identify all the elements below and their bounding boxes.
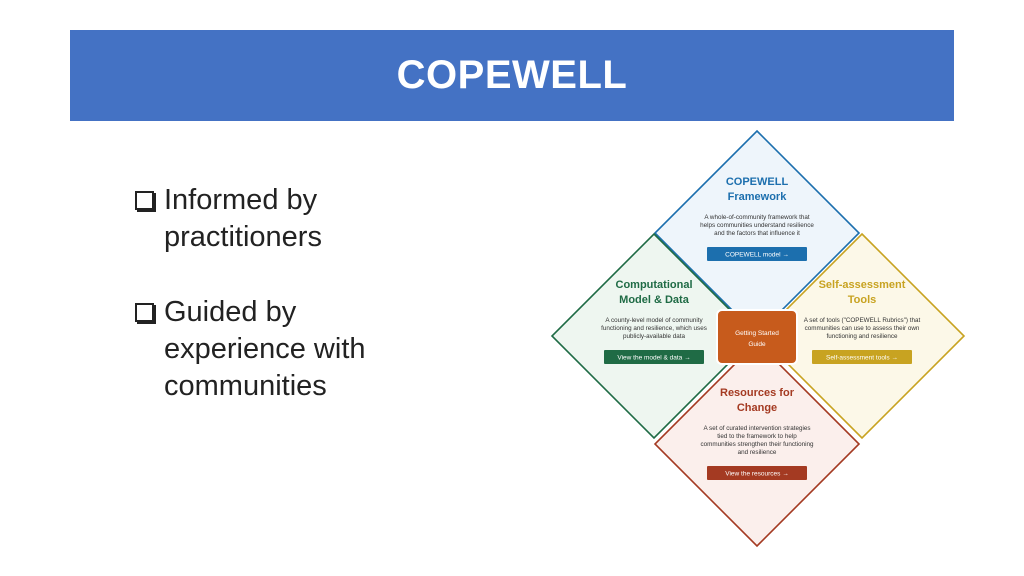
panel-button-right[interactable] xyxy=(812,350,912,364)
bullet-line: communities xyxy=(164,370,327,402)
panel-button-left[interactable] xyxy=(604,350,704,364)
panel-desc-left: functioning and resilience, which uses xyxy=(601,325,707,332)
bullet-item: Guided by experience with communities xyxy=(135,294,435,405)
bullet-list: Informed by practitioners Guided by expe… xyxy=(135,182,435,443)
diamond-panel-left xyxy=(550,232,758,440)
bullet-line: practitioners xyxy=(164,221,322,253)
getting-started-guide-box[interactable] xyxy=(716,309,798,365)
panel-title-bottom: Change xyxy=(737,402,777,414)
bullet-text: Guided by experience with communities xyxy=(164,294,366,405)
panel-button-label-bottom: View the resources → xyxy=(725,471,788,478)
panel-title-right: Self-assessment xyxy=(819,279,906,291)
panel-desc-bottom: A set of curated intervention strategies xyxy=(703,425,810,432)
panel-desc-left: publicly-available data xyxy=(623,333,685,340)
panel-title-right: Tools xyxy=(848,294,877,306)
panel-desc-bottom: and resilience xyxy=(738,449,777,456)
panel-desc-top: A whole-of-community framework that xyxy=(704,214,810,221)
diamond-panel-right xyxy=(758,232,966,440)
panel-desc-bottom: tied to the framework to help xyxy=(717,433,797,440)
panel-desc-right: A set of tools ("COPEWELL Rubrics") that xyxy=(804,317,921,324)
panel-title-bottom: Resources for xyxy=(720,387,795,399)
panel-desc-top: helps communities understand resilience xyxy=(700,222,814,229)
panel-button-label-right: Self-assessment tools → xyxy=(826,355,898,362)
panel-desc-top: and the factors that influence it xyxy=(714,230,800,237)
title-bar: COPEWELL xyxy=(70,30,954,121)
bullet-item: Informed by practitioners xyxy=(135,182,435,256)
copewell-diagram: COPEWELL Framework A whole-of-community fr… xyxy=(550,129,966,548)
bullet-line: Informed by xyxy=(164,184,318,216)
diamond-panel-bottom xyxy=(653,340,861,548)
panel-title-top: COPEWELL xyxy=(726,176,789,188)
checkbox-bullet-icon xyxy=(135,191,154,210)
getting-started-label: Getting Started xyxy=(735,330,779,337)
bullet-line: Guided by xyxy=(164,296,297,328)
panel-title-top: Framework xyxy=(728,191,788,203)
panel-button-bottom[interactable] xyxy=(707,466,807,480)
panel-desc-right: functioning and resilience xyxy=(826,333,898,340)
panel-button-top[interactable] xyxy=(707,247,807,261)
getting-started-label: Guide xyxy=(748,341,766,348)
checkbox-bullet-icon xyxy=(135,303,154,322)
panel-desc-right: communities can use to assess their own xyxy=(805,325,920,332)
panel-desc-bottom: communities strengthen their functioning xyxy=(700,441,814,448)
panel-title-left: Model & Data xyxy=(619,294,690,306)
panel-title-left: Computational xyxy=(616,279,693,291)
slide-title: COPEWELL xyxy=(396,53,628,97)
bullet-line: experience with xyxy=(164,333,366,365)
bullet-text: Informed by practitioners xyxy=(164,182,322,256)
panel-button-label-top: COPEWELL model → xyxy=(725,252,789,259)
panel-desc-left: A county-level model of community xyxy=(605,317,703,324)
panel-button-label-left: View the model & data → xyxy=(617,355,690,362)
